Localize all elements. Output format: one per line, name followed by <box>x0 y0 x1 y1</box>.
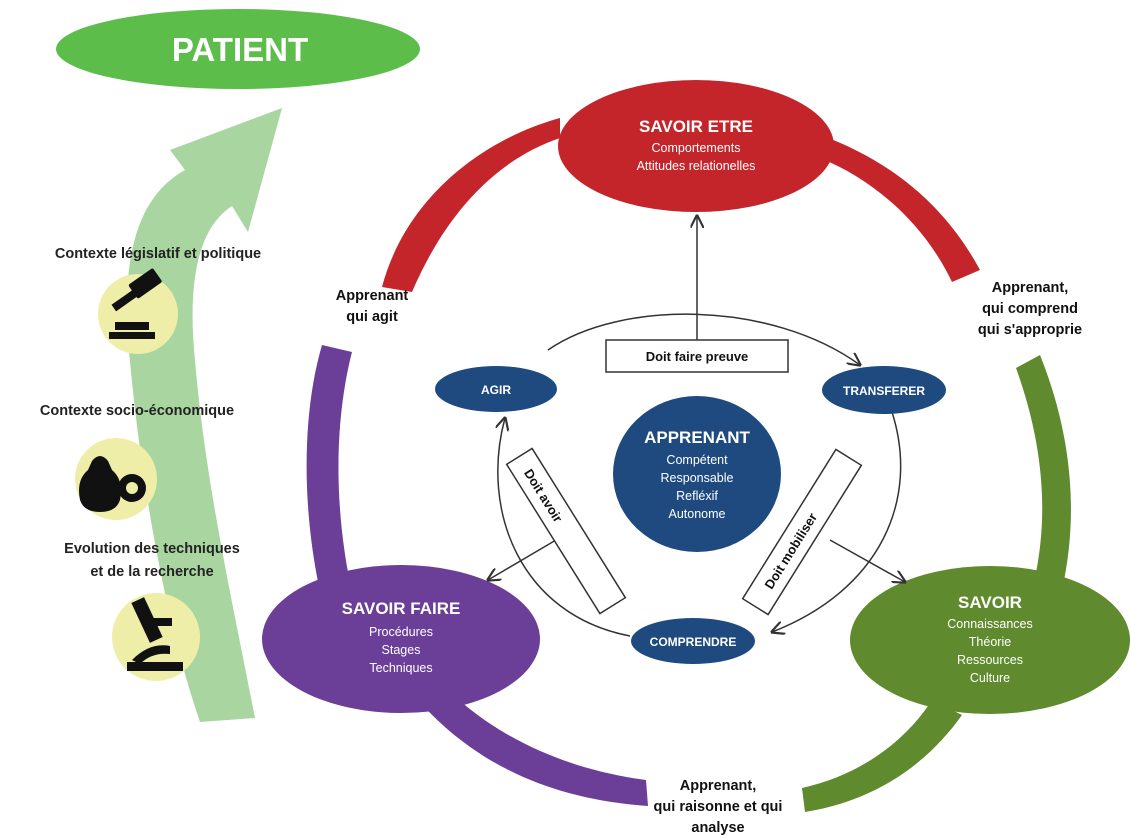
savoir-etre-ellipse <box>558 80 834 212</box>
microscope-icon <box>112 593 200 681</box>
apprenant-line-3: Refléxif <box>676 489 718 503</box>
cycle-arc-transferer-comprendre <box>772 411 902 632</box>
savoir-line-1: Connaissances <box>947 617 1032 631</box>
annotation-comprend-line-3: qui s'approprie <box>978 322 1082 338</box>
annotation-raisonne-line-2: qui raisonne et qui <box>654 799 783 815</box>
savoir-etre-line-2: Attitudes relationelles <box>637 159 756 173</box>
annotation-comprend-line-1: Apprenant, <box>992 280 1069 296</box>
savoir-faire-ellipse <box>262 565 540 713</box>
savoir-line-3: Ressources <box>957 653 1023 667</box>
agir-ellipse <box>435 366 557 412</box>
savoir-arc-right <box>1016 355 1071 590</box>
annotation-comprend-line-2: qui comprend <box>982 301 1078 317</box>
transferer-ellipse <box>822 366 946 414</box>
savoir-etre-title: SAVOIR ETRE <box>639 117 753 136</box>
savoir-arc-bottom <box>802 700 962 812</box>
box-doit-faire-preuve-label: Doit faire preuve <box>646 349 749 364</box>
apprenant-line-2: Responsable <box>661 471 734 485</box>
context-legislative-label: Contexte législatif et politique <box>55 246 261 262</box>
savoir-faire-line-1: Procédures <box>369 625 433 639</box>
annotation-raisonne-line-1: Apprenant, <box>680 778 757 794</box>
savoir-faire-title: SAVOIR FAIRE <box>342 599 461 618</box>
agir-label: AGIR <box>481 383 511 397</box>
arrow-to-savoir-faire <box>488 539 557 580</box>
annotation-agit-line-1: Apprenant <box>336 288 409 304</box>
transferer-label: TRANSFERER <box>843 384 925 398</box>
rising-arrow <box>126 108 282 722</box>
gavel-icon <box>98 268 178 354</box>
savoir-etre-line-1: Comportements <box>652 141 741 155</box>
context-socio-label: Contexte socio-économique <box>40 403 234 419</box>
cycle-arc-comprendre-agir <box>498 418 631 637</box>
box-doit-faire-preuve: Doit faire preuve <box>605 339 789 373</box>
savoir-faire-line-2: Stages <box>382 643 421 657</box>
patient-ellipse <box>56 9 420 89</box>
annotation-raisonne-line-3: analyse <box>691 820 744 836</box>
arrow-to-savoir <box>829 539 905 582</box>
savoir-faire-line-3: Techniques <box>369 661 432 675</box>
savoir-line-2: Théorie <box>969 635 1011 649</box>
savoir-faire-arc-bottom <box>418 690 648 806</box>
savoir-etre-arc <box>382 118 560 292</box>
context-research-label-line2: et de la recherche <box>90 564 213 580</box>
savoir-faire-arc <box>306 345 352 600</box>
apprenant-line-1: Compétent <box>666 453 728 467</box>
comprendre-ellipse <box>631 618 755 664</box>
apprenant-line-4: Autonome <box>669 507 726 521</box>
savoir-title: SAVOIR <box>958 593 1022 612</box>
savoir-line-4: Culture <box>970 671 1010 685</box>
apprenant-title: APPRENANT <box>644 428 750 447</box>
context-research-label-line1: Evolution des techniques <box>64 541 240 557</box>
patient-label: PATIENT <box>172 31 308 68</box>
apprenant-ellipse <box>613 396 781 552</box>
box-doit-avoir: Doit avoir <box>505 447 627 615</box>
savoir-etre-arc-right <box>820 135 980 282</box>
money-bag-icon <box>75 438 157 520</box>
savoir-ellipse <box>850 566 1130 714</box>
comprendre-label: COMPRENDRE <box>650 635 737 649</box>
annotation-agit-line-2: qui agit <box>346 309 398 325</box>
